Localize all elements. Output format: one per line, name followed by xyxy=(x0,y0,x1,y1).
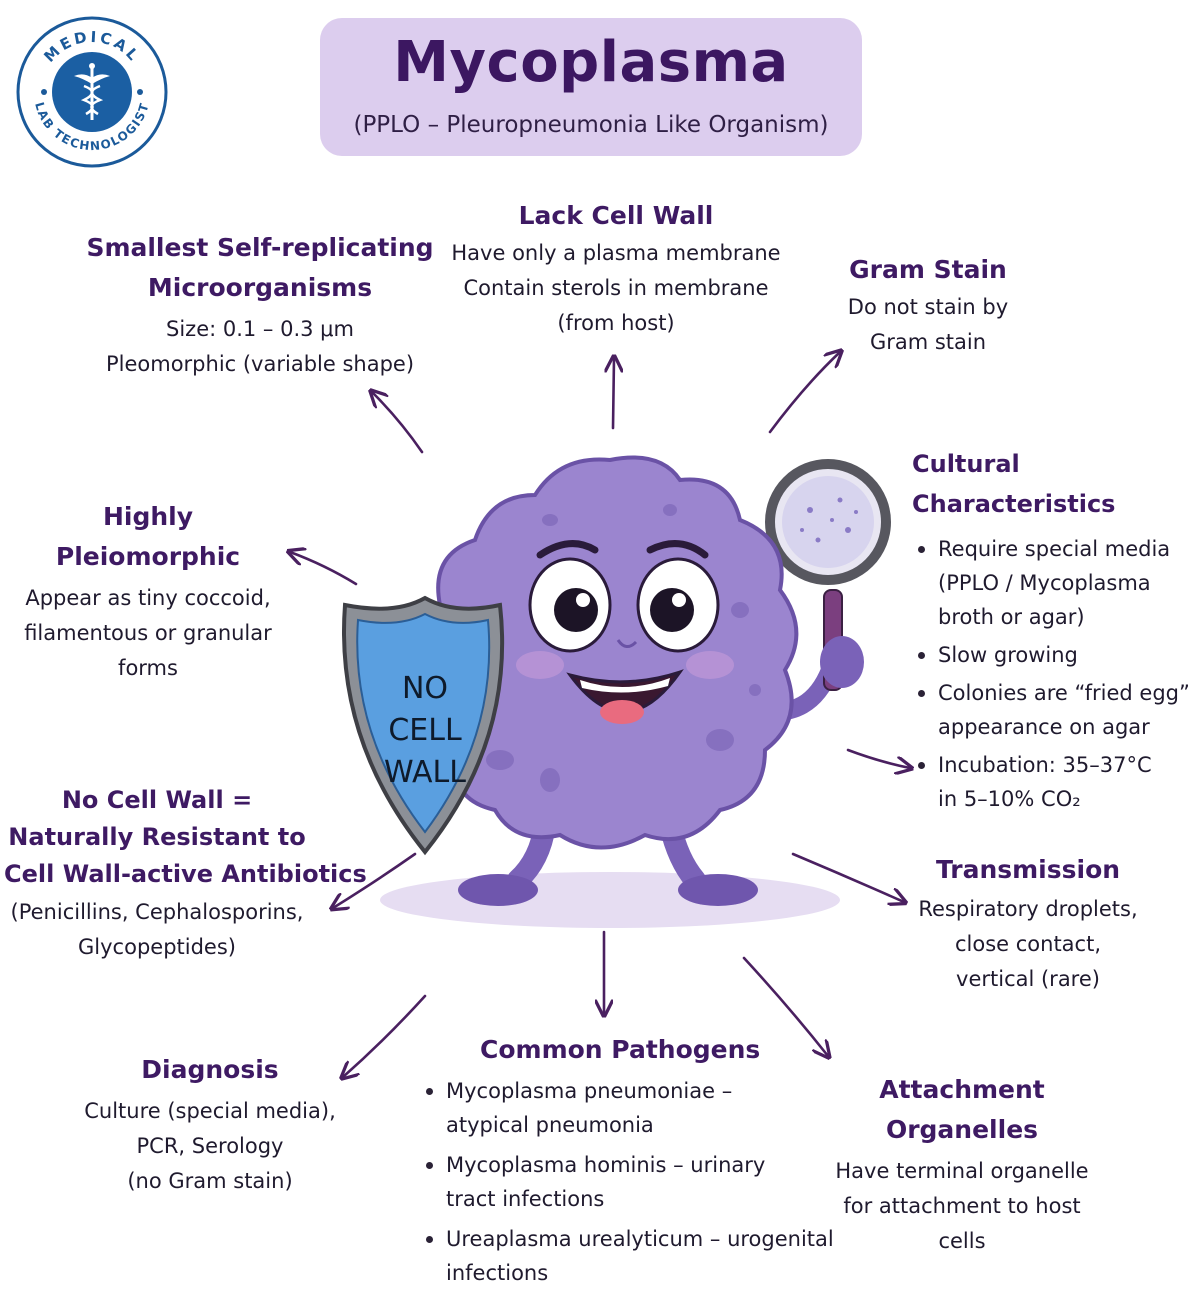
arrow-to-cultural xyxy=(846,748,910,768)
arrow-to-diagnosis xyxy=(343,994,427,1077)
section-heading: Lack Cell Wall xyxy=(518,201,714,230)
body-line: Do not stain by xyxy=(847,295,1009,319)
body-line: Pleomorphic (variable shape) xyxy=(105,352,415,376)
list-item: Require special media (PPLO / Mycoplasma… xyxy=(916,532,1192,634)
section-body: (Penicillins, Cephalosporins, Glycopepti… xyxy=(4,895,310,965)
page-title: Mycoplasma xyxy=(393,30,789,95)
shield-line-1: NO xyxy=(402,671,448,706)
list-item: Ureaplasma urealyticum – urogenital infe… xyxy=(424,1222,834,1290)
section-heading: Common Pathogens xyxy=(480,1035,761,1064)
section-no-cell-wall-resistant: No Cell Wall = Naturally Resistant to Ce… xyxy=(4,782,367,965)
body-line: PCR, Serology xyxy=(136,1134,284,1158)
section-body: Do not stain by Gram stain xyxy=(808,290,1048,360)
list-item-line: Mycoplasma pneumoniae – xyxy=(446,1079,733,1103)
list-item-line: Incubation: 35–37°C xyxy=(938,753,1152,777)
list-item-line: broth or agar) xyxy=(938,605,1085,629)
list-item-line: atypical pneumonia xyxy=(446,1113,654,1137)
arrow-to-lack-wall xyxy=(613,358,614,430)
section-cultural-characteristics: Cultural Characteristics Require special… xyxy=(912,444,1192,816)
shield-line-2: CELL xyxy=(388,713,462,748)
arrow-to-pleomorphic xyxy=(290,552,358,586)
section-common-pathogens: Common Pathogens Mycoplasma pneumoniae –… xyxy=(424,1030,834,1290)
section-heading: Smallest Self-replicating Microorganisms xyxy=(60,228,460,308)
section-heading: No Cell Wall = Naturally Resistant to Ce… xyxy=(4,782,367,893)
list-item-line: Slow growing xyxy=(938,643,1078,667)
list-item-line: Ureaplasma urealyticum – urogenital xyxy=(446,1227,834,1251)
body-line: vertical (rare) xyxy=(956,967,1100,991)
list-item-line: in 5–10% CO₂ xyxy=(938,787,1081,811)
heading-line: Microorganisms xyxy=(147,273,373,302)
title-box xyxy=(320,18,862,156)
body-line: cells xyxy=(938,1229,986,1253)
list-item-line: Mycoplasma hominis – urinary xyxy=(446,1153,766,1177)
list-item: Slow growing xyxy=(916,638,1192,672)
body-line: Culture (special media), xyxy=(84,1099,336,1123)
body-line: Have only a plasma membrane xyxy=(451,241,781,265)
list-item-line: appearance on agar xyxy=(938,715,1150,739)
heading-line: Smallest Self-replicating xyxy=(86,233,434,262)
section-body: Have only a plasma membrane Contain ster… xyxy=(440,236,792,341)
section-heading: Cultural Characteristics xyxy=(912,450,1116,518)
section-heading: Attachment Organelles xyxy=(879,1075,1045,1144)
section-highly-pleiomorphic: Highly Pleiomorphic Appear as tiny cocco… xyxy=(14,497,282,686)
section-lack-cell-wall: Lack Cell Wall Have only a plasma membra… xyxy=(440,196,792,341)
heading-line: Cell Wall-active Antibiotics xyxy=(4,860,367,888)
bullet-list: Require special media (PPLO / Mycoplasma… xyxy=(916,532,1192,816)
page-subtitle: (PPLO – Pleuropneumonia Like Organism) xyxy=(353,112,829,138)
section-body: Respiratory droplets, close contact, ver… xyxy=(906,892,1150,997)
body-line: forms xyxy=(118,656,178,680)
section-body: Size: 0.1 – 0.3 μm Pleomorphic (variable… xyxy=(60,312,460,382)
body-line: filamentous or granular xyxy=(24,621,272,645)
body-line: Have terminal organelle xyxy=(835,1159,1089,1183)
mycoplasma-mascot: NO CELL WALL xyxy=(342,455,891,928)
section-body: Culture (special media), PCR, Serology (… xyxy=(80,1094,340,1199)
list-item-line: Require special media xyxy=(938,537,1171,561)
section-heading: Highly Pleiomorphic xyxy=(55,502,241,571)
arrow-to-smallest xyxy=(372,392,424,454)
body-line: Respiratory droplets, xyxy=(918,897,1138,921)
shield-icon: NO CELL WALL xyxy=(342,595,505,856)
heading-line: Naturally Resistant to xyxy=(8,823,306,851)
list-item-line: Colonies are “fried egg” xyxy=(938,681,1190,705)
arrow-to-transmission xyxy=(791,852,904,902)
section-heading: Diagnosis xyxy=(141,1055,279,1084)
body-line: Contain sterols in membrane xyxy=(463,276,769,300)
magnifier-icon xyxy=(765,459,891,691)
section-attachment-organelles: Attachment Organelles Have terminal orga… xyxy=(810,1070,1114,1259)
shield-line-3: WALL xyxy=(384,755,466,790)
list-item-line: tract infections xyxy=(446,1187,605,1211)
body-line: (Penicillins, Cephalosporins, xyxy=(10,900,304,924)
arrow-to-gram xyxy=(768,352,840,434)
logo: MEDICAL LAB TECHNOLOGIST xyxy=(14,14,170,170)
section-body: Appear as tiny coccoid, filamentous or g… xyxy=(14,581,282,686)
section-smallest: Smallest Self-replicating Microorganisms… xyxy=(60,228,460,382)
section-heading: Transmission xyxy=(935,855,1121,884)
list-item-line: infections xyxy=(446,1261,549,1285)
body-line: (no Gram stain) xyxy=(127,1169,293,1193)
bullet-list: Mycoplasma pneumoniae – atypical pneumon… xyxy=(424,1074,834,1290)
section-diagnosis: Diagnosis Culture (special media), PCR, … xyxy=(80,1050,340,1199)
list-item: Mycoplasma hominis – urinary tract infec… xyxy=(424,1148,824,1216)
list-item-line: (PPLO / Mycoplasma xyxy=(938,571,1151,595)
section-gram-stain: Gram Stain Do not stain by Gram stain xyxy=(808,250,1048,360)
section-heading: Gram Stain xyxy=(849,255,1007,284)
list-item: Incubation: 35–37°C in 5–10% CO₂ xyxy=(916,748,1192,816)
body-line: Appear as tiny coccoid, xyxy=(25,586,271,610)
body-line: Size: 0.1 – 0.3 μm xyxy=(166,317,354,341)
ground-shadow xyxy=(380,872,840,928)
arrow-to-attachment xyxy=(742,956,828,1056)
arrow-to-resistant xyxy=(333,852,417,908)
section-transmission: Transmission Respiratory droplets, close… xyxy=(906,850,1150,997)
list-item: Colonies are “fried egg” appearance on a… xyxy=(916,676,1192,744)
body-line: (from host) xyxy=(557,311,675,335)
body-line: Glycopeptides) xyxy=(78,935,236,959)
section-body: Have terminal organelle for attachment t… xyxy=(810,1154,1114,1259)
body-line: for attachment to host xyxy=(843,1194,1081,1218)
heading-line: No Cell Wall = xyxy=(61,786,253,814)
body-line: Gram stain xyxy=(869,330,987,354)
body-line: close contact, xyxy=(954,932,1102,956)
list-item: Mycoplasma pneumoniae – atypical pneumon… xyxy=(424,1074,824,1142)
medical-lab-logo-icon: MEDICAL LAB TECHNOLOGIST xyxy=(16,16,168,168)
